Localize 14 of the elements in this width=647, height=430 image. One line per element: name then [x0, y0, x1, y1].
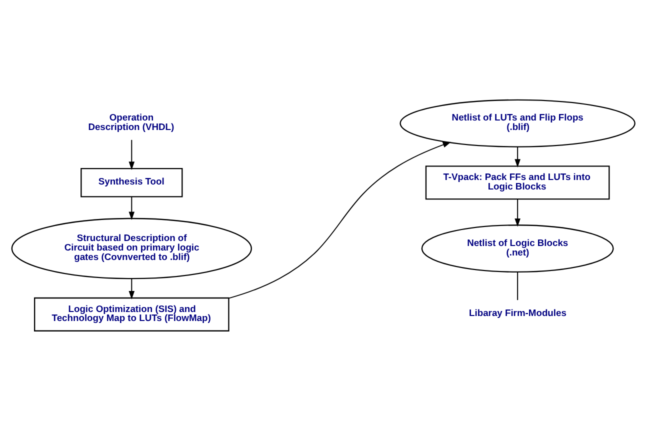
node-text: Operation Description (VHDL) [88, 111, 174, 132]
arrow [128, 139, 135, 170]
arrow [128, 196, 135, 220]
connector [517, 271, 518, 300]
node-text: Libaray Firm-Modules [469, 306, 566, 318]
node-box: T-Vpack: Pack FFs and LUTs into Logic Blocks [425, 165, 610, 200]
arrow [514, 146, 520, 167]
node-ellipse: Structural Description of Circuit based on primary logic gates (Covnverted to .blif) [11, 217, 252, 279]
node-ellipse: Netlist of Logic Blocks (.net) [421, 224, 614, 272]
node-box: Logic Optimization (SIS) and Technology Map to LUTs (FlowMap) [34, 296, 230, 331]
node-box: Synthesis Tool [80, 167, 183, 197]
arrow [514, 198, 520, 226]
arrow [228, 141, 452, 298]
arrow [128, 278, 135, 299]
